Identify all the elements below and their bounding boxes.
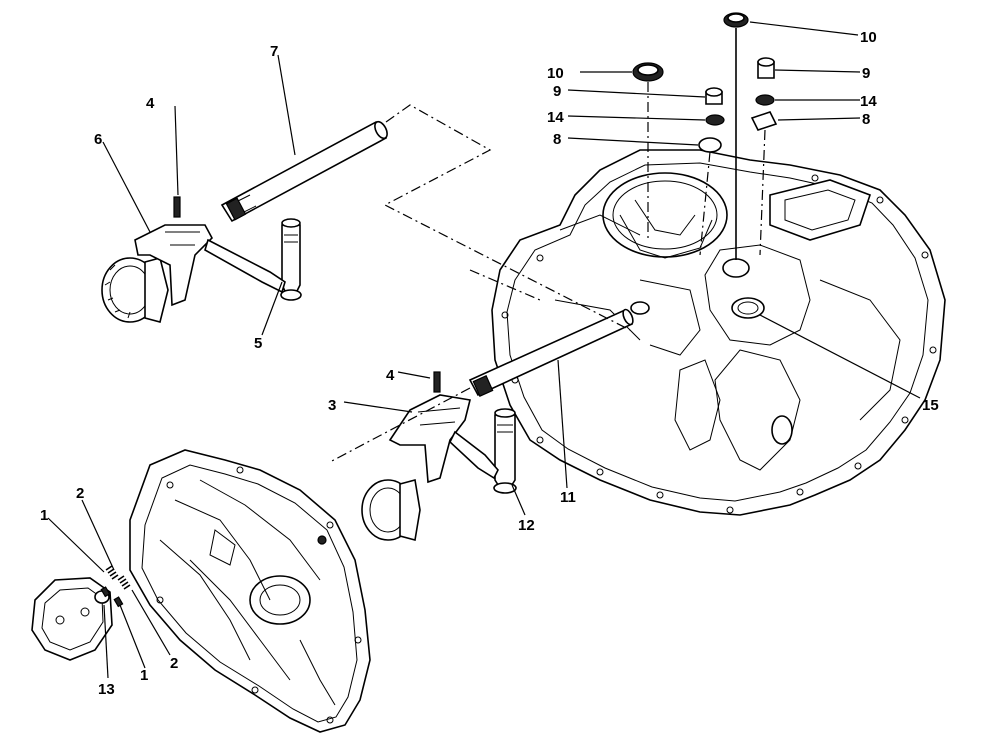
callout-8-left: 8: [553, 131, 561, 148]
callout-10-left: 10: [547, 65, 564, 82]
callout-15: 15: [922, 397, 939, 414]
top-plugs: [632, 12, 778, 260]
callout-11: 11: [560, 489, 576, 506]
callout-14-left: 14: [547, 109, 564, 126]
callout-4-lower: 4: [386, 367, 395, 384]
callout-7: 7: [270, 43, 278, 60]
case-bolt-holes: [501, 174, 937, 514]
callout-2-upper: 2: [76, 485, 84, 502]
leader-lines: [47, 21, 921, 679]
callout-8-right: 8: [862, 111, 870, 128]
callout-labels: 1 1 2 2 3 4 4 5 6 7 8 8 9 9 10 10 11 12 …: [40, 29, 939, 698]
callout-4-upper: 4: [146, 95, 155, 112]
front-cover: [129, 449, 371, 733]
callout-6: 6: [94, 131, 102, 148]
lower-shift-assembly: [361, 308, 634, 541]
small-cover: [31, 577, 113, 661]
callout-9-left: 9: [553, 83, 561, 100]
callout-1-upper: 1: [40, 507, 48, 524]
transmission-case: [491, 149, 946, 516]
callout-13: 13: [98, 681, 115, 698]
callout-3: 3: [328, 397, 336, 414]
callout-1-lower: 1: [140, 667, 148, 684]
callout-9-right: 9: [862, 65, 870, 82]
callout-14-right: 14: [860, 93, 877, 110]
callout-2-lower: 2: [170, 655, 178, 672]
callout-5: 5: [254, 335, 262, 352]
callout-12: 12: [518, 517, 535, 534]
callout-10-right: 10: [860, 29, 877, 46]
assembly-lines: [329, 104, 631, 463]
upper-shift-assembly: [101, 120, 388, 323]
